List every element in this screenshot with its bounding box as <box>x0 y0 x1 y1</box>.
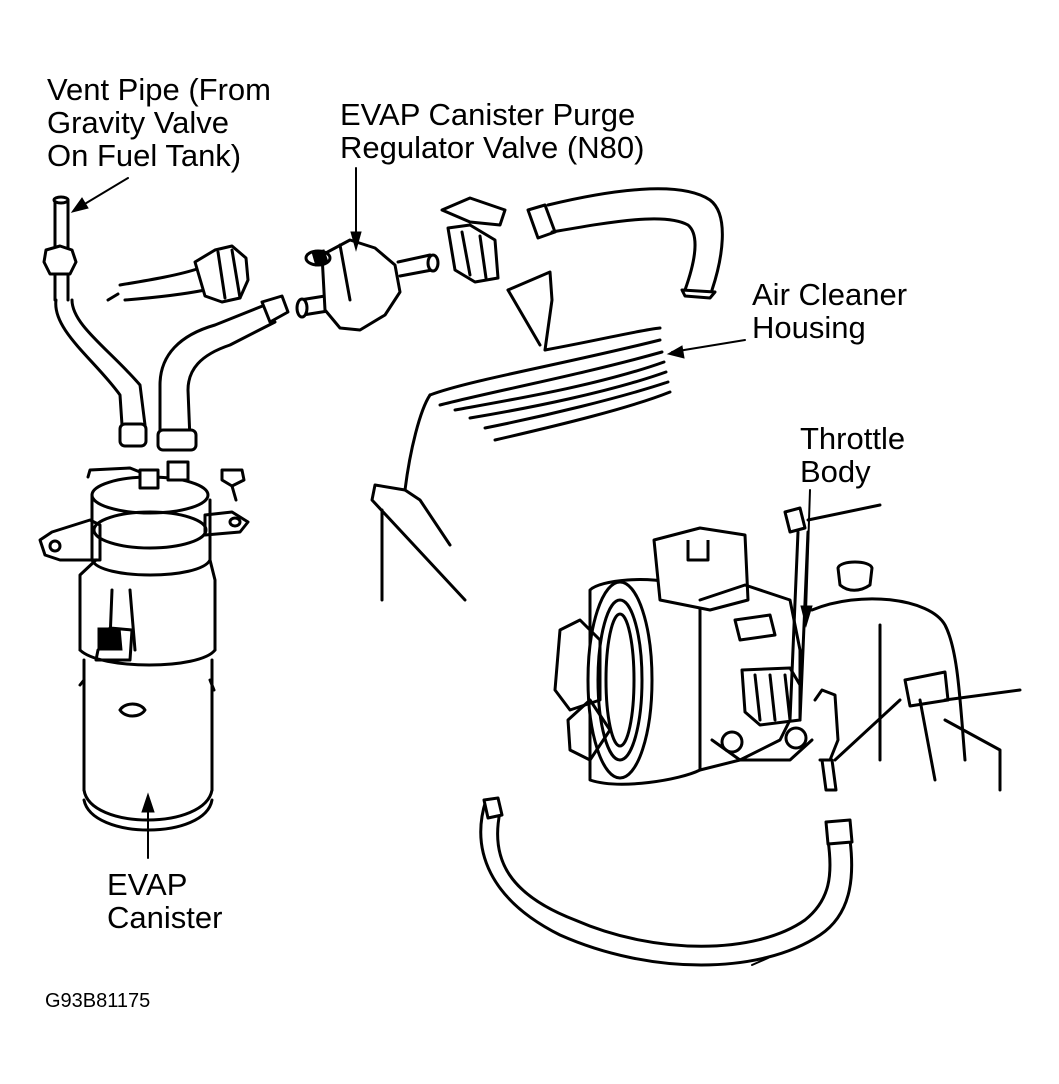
evap-canister-label-line-2: Canister <box>107 900 223 935</box>
throttle-body-label-line-1: Throttle <box>800 421 906 456</box>
hose-clamp <box>440 196 507 284</box>
hose-connector <box>106 244 250 304</box>
air-cleaner-label-line-2: Housing <box>752 310 866 345</box>
intake-manifold <box>810 560 1022 792</box>
vent-pipe-label-line-1: Vent Pipe (From <box>47 72 271 107</box>
vent-pipe <box>42 195 148 448</box>
purge-valve-label-line-1: EVAP Canister Purge <box>340 97 636 132</box>
air-cleaner-label-line-1: Air Cleaner <box>752 277 908 312</box>
evap-canister-label: EVAP Canister <box>107 868 222 934</box>
purge-hose-elbow <box>156 294 290 452</box>
vent-pipe-label-line-2: Gravity Valve <box>47 105 230 140</box>
evap-canister <box>38 460 250 832</box>
purge-valve-label-line-2: Regulator Valve (N80) <box>340 130 645 165</box>
lower-hose <box>479 796 854 967</box>
throttle-body-label: Throttle Body <box>800 422 905 488</box>
vent-pipe-label: Vent Pipe (From Gravity Valve On Fuel Ta… <box>47 73 271 172</box>
leader-arrows <box>70 167 813 859</box>
air-cleaner-hose <box>526 187 724 300</box>
air-cleaner-label: Air Cleaner Housing <box>752 278 907 344</box>
throttle-body <box>553 503 882 792</box>
vent-pipe-label-line-3: On Fuel Tank) <box>47 138 242 173</box>
purge-regulator-valve <box>295 238 440 332</box>
throttle-body-label-line-2: Body <box>800 454 871 489</box>
figure-id: G93B81175 <box>45 990 151 1012</box>
evap-canister-label-line-1: EVAP <box>107 867 188 902</box>
purge-valve-label: EVAP Canister Purge Regulator Valve (N80… <box>340 98 644 164</box>
air-cleaner-housing <box>370 270 672 602</box>
